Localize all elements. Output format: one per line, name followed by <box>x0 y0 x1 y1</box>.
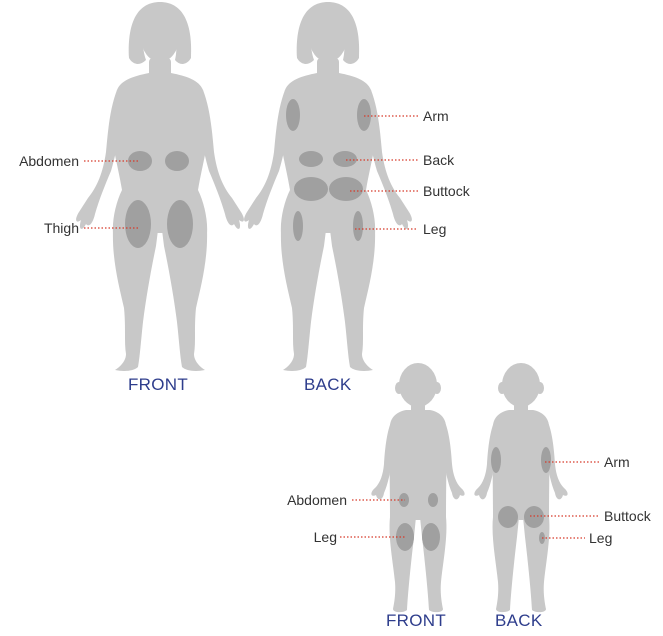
label-adult-abdomen: Abdomen <box>19 153 79 169</box>
child-front-leg-site-left <box>396 523 414 551</box>
adult-back-body <box>244 2 412 371</box>
caption-child-front: FRONT <box>386 611 446 631</box>
adult-front-thigh-site-right <box>167 200 193 248</box>
label-child-leg: Leg <box>314 529 337 545</box>
child-front-body <box>371 363 464 612</box>
child-front-figure <box>371 363 464 612</box>
label-adult-buttock: Buttock <box>423 183 470 199</box>
child-back-arm-site-left <box>491 447 501 473</box>
adult-back-buttock-site-right <box>329 177 363 201</box>
child-back-arm-site-right <box>541 447 551 473</box>
adult-front-body <box>76 2 244 371</box>
adult-front-figure <box>76 2 244 371</box>
label-child-arm: Arm <box>604 454 630 470</box>
adult-front-abdomen-site-right <box>165 151 189 171</box>
child-front-abdomen-site-left <box>399 493 409 507</box>
caption-adult-back: BACK <box>304 375 352 395</box>
child-back-body <box>474 363 567 612</box>
caption-child-back: BACK <box>495 611 543 631</box>
label-child-buttock: Buttock <box>604 508 651 524</box>
label-adult-arm: Arm <box>423 108 449 124</box>
label-adult-thigh: Thigh <box>44 220 79 236</box>
adult-back-buttock-site-left <box>294 177 328 201</box>
adult-back-figure <box>244 2 412 371</box>
child-back-figure <box>474 363 567 612</box>
label-adult-leg: Leg <box>423 221 446 237</box>
adult-back-arm-site-left <box>286 99 300 131</box>
adult-front-thigh-site-left <box>125 200 151 248</box>
adult-back-back-site-right <box>333 151 357 167</box>
caption-adult-front: FRONT <box>128 375 188 395</box>
label-adult-back: Back <box>423 152 454 168</box>
adult-front-abdomen-site-left <box>128 151 152 171</box>
adult-back-leg-site-right <box>353 211 363 241</box>
child-front-leg-site-right <box>422 523 440 551</box>
label-child-abdomen: Abdomen <box>287 492 347 508</box>
child-front-abdomen-site-right <box>428 493 438 507</box>
child-back-buttock-site-right <box>524 506 544 528</box>
adult-back-back-site-left <box>299 151 323 167</box>
label-child-leg-back: Leg <box>589 530 612 546</box>
child-back-buttock-site-left <box>498 506 518 528</box>
adult-back-leg-site-left <box>293 211 303 241</box>
adult-back-arm-site-right <box>357 99 371 131</box>
